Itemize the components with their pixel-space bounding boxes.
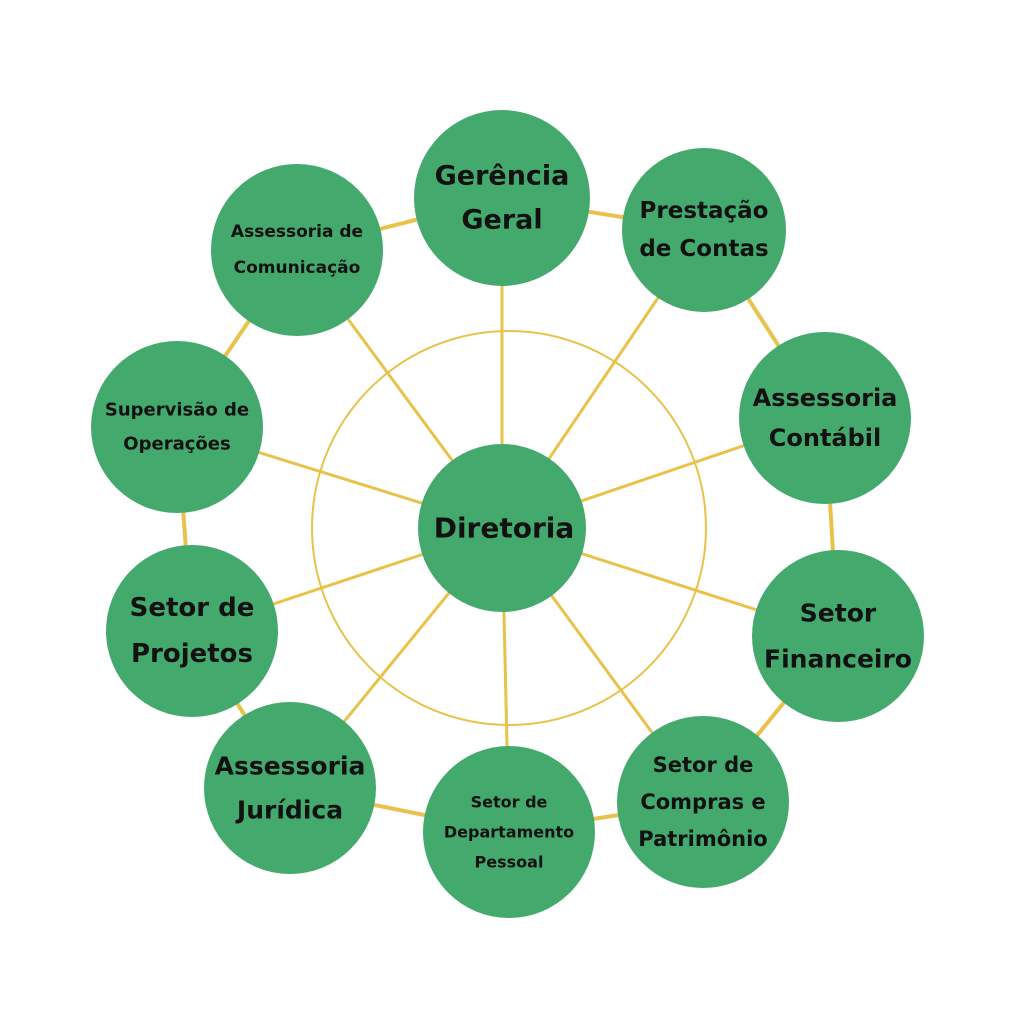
node-supervisao-de-operacoes-label-line-2: Operações: [123, 434, 230, 455]
node-setor-compras-patrimonio-label-line-2: Compras e: [640, 790, 765, 814]
node-circle-supervisao-de-operacoes: [91, 341, 263, 513]
center-circle: [418, 444, 586, 612]
node-assessoria-contabil-label-line-2: Contábil: [769, 424, 882, 452]
node-circle-setor-compras-patrimonio: [617, 716, 789, 888]
node-setor-de-projetos-label-line-2: Projetos: [131, 639, 253, 669]
center-node: Diretoria: [418, 444, 586, 612]
node-setor-compras-patrimonio-label-line-1: Setor de: [653, 753, 754, 777]
node-assessoria-de-comunicacao-label-line-1: Assessoria de: [231, 222, 363, 242]
node-circle-assessoria-contabil: [739, 332, 911, 504]
node-circle-assessoria-juridica: [204, 702, 376, 874]
node-supervisao-de-operacoes-label-line-1: Supervisão de: [105, 400, 249, 421]
node-assessoria-de-comunicacao-label-line-2: Comunicação: [234, 258, 361, 278]
node-gerencia-geral-label-line-2: Geral: [461, 205, 542, 236]
node-gerencia-geral-label-line-1: Gerência: [435, 161, 570, 192]
node-prestacao-de-contas-label-line-1: Prestação: [640, 198, 769, 224]
node-circle-setor-financeiro: [752, 550, 924, 722]
node-setor-departamento-pessoal-label-line-2: Departamento: [444, 823, 574, 842]
node-assessoria-juridica-label-line-2: Jurídica: [235, 796, 343, 825]
node-circle-assessoria-de-comunicacao: [211, 164, 383, 336]
node-assessoria-juridica-label-line-1: Assessoria: [215, 752, 366, 781]
inner-ring: [311, 330, 707, 726]
node-setor-financeiro-label-line-2: Financeiro: [764, 645, 912, 674]
node-setor-de-projetos: Setor de Projetos: [106, 545, 278, 717]
node-assessoria-contabil-label-line-1: Assessoria: [753, 384, 898, 412]
center-label-line-1: Diretoria: [434, 512, 575, 545]
node-prestacao-de-contas-label-line-2: de Contas: [639, 236, 768, 262]
node-assessoria-de-comunicacao: Assessoria de Comunicação: [211, 164, 383, 336]
node-setor-compras-patrimonio-label-line-3: Patrimônio: [638, 827, 767, 851]
node-setor-departamento-pessoal-label-line-1: Setor de: [471, 793, 548, 812]
node-prestacao-de-contas: Prestação de Contas: [622, 148, 786, 312]
node-circle-prestacao-de-contas: [622, 148, 786, 312]
node-setor-departamento-pessoal-label-line-3: Pessoal: [475, 853, 544, 872]
node-setor-de-projetos-label-line-1: Setor de: [130, 593, 255, 623]
node-circle-gerencia-geral: [414, 110, 590, 286]
node-setor-financeiro-label-line-1: Setor: [800, 599, 877, 628]
node-supervisao-de-operacoes: Supervisão de Operações: [91, 341, 263, 513]
node-setor-compras-patrimonio: Setor de Compras e Patrimônio: [617, 716, 789, 888]
node-circle-setor-de-projetos: [106, 545, 278, 717]
node-circle-setor-departamento-pessoal: [423, 746, 595, 918]
